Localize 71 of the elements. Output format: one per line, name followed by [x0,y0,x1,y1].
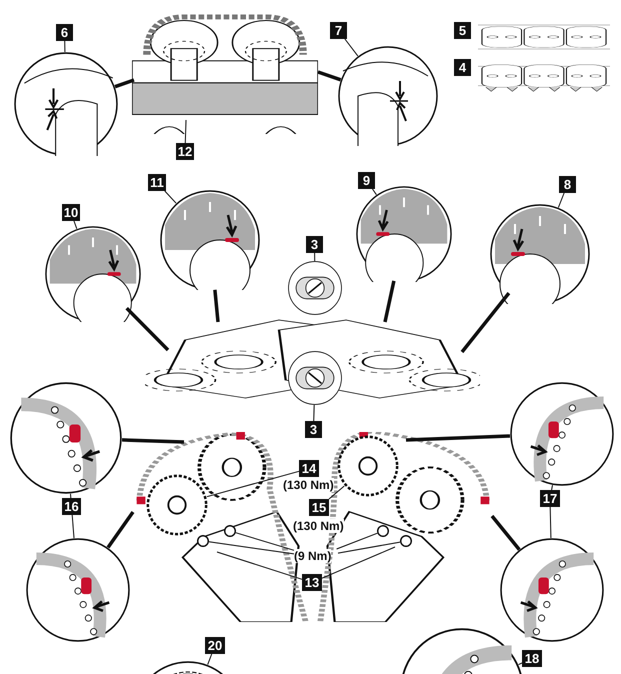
connector-line [406,434,510,442]
leader-line [328,486,345,500]
leader-line [164,190,177,204]
callout-number: 17 [540,490,560,507]
leader-line [216,552,302,580]
connector-line [317,70,342,82]
connector-line [125,306,170,352]
torque-value: (130 Nm) [283,478,334,492]
detail-view-drawing [400,628,524,674]
detail-view-drawing [10,382,122,494]
leader-line [70,493,72,498]
leader-line [64,40,66,52]
callout-number: 9 [358,172,375,189]
callout-number: 4 [454,59,471,76]
callout-number: 18 [522,650,542,667]
leader-line [206,470,300,498]
connector-line [213,290,220,322]
detail-view-drawing [26,538,130,642]
leader-line [344,38,358,57]
bolt [197,535,209,547]
callout-number: 20 [205,637,225,654]
leader-line [235,532,294,551]
leader-line [313,404,315,422]
callout-number: 11 [148,174,166,191]
chain-drawing [478,22,610,52]
torque-value: (130 Nm) [293,519,344,533]
torque-value: (9 Nm) [294,549,332,563]
leader-line [208,541,294,554]
connector-line [490,514,521,551]
callout-number: 6 [56,24,73,41]
connector-line [383,280,396,322]
connector-line [114,78,135,88]
leader-line [207,654,212,666]
sprocket [146,474,208,536]
leader-line [74,220,78,230]
callout-number: 3 [305,421,322,438]
leader-line [314,252,316,262]
leader-line [322,546,396,579]
detail-view-drawing [14,52,118,156]
leader-line [338,542,401,554]
detail-view-drawing [510,382,614,486]
callout-number: 13 [302,574,322,591]
detail-view-drawing [160,190,260,290]
detail-view-drawing [45,226,141,322]
leader-line [372,188,377,196]
callout-number: 8 [559,176,576,193]
leader-line [550,506,552,538]
detail-view-drawing [356,186,452,282]
detail-view-drawing [338,46,438,146]
callout-number: 16 [62,498,81,515]
callout-number: 7 [330,22,347,39]
sprocket [337,435,399,497]
callout-number: 12 [176,143,194,160]
detail-view-drawing [288,261,342,315]
callout-number: 14 [299,460,319,477]
leader-line [184,120,186,144]
detail-view-drawing [500,538,604,642]
leader-line [551,484,553,490]
connector-line [122,438,184,444]
connector-line [106,511,134,548]
leader-line [558,192,565,208]
callout-number: 5 [454,22,471,39]
bolt [224,525,236,537]
leader-line [72,514,74,539]
engine-drawing [132,12,318,134]
callout-number: 15 [309,499,329,516]
leader-line [336,532,378,550]
callout-number: 10 [62,204,80,221]
detail-view-drawing [490,204,590,304]
callout-number: 3 [306,236,323,253]
leader-line [518,662,522,666]
